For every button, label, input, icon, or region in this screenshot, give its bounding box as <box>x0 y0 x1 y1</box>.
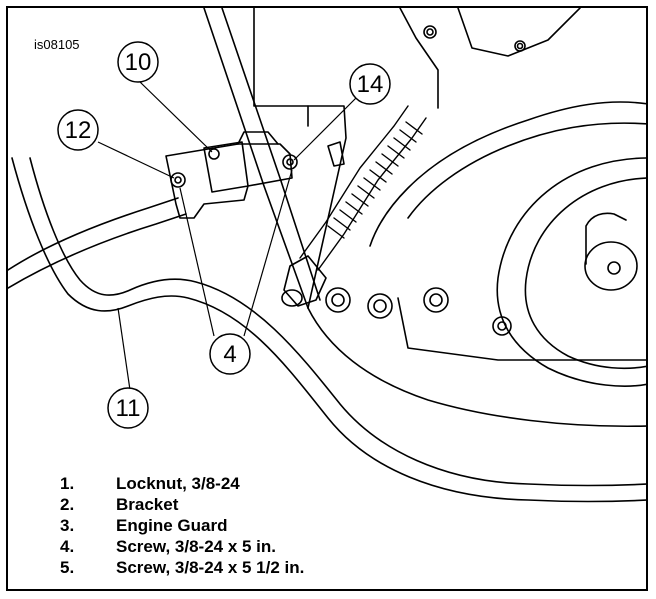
frame-downtube-b <box>221 8 321 301</box>
legend-number: 5. <box>60 558 75 577</box>
callout-circle-11 <box>107 387 149 429</box>
legend-text: Screw, 3/8-24 x 5 in. <box>116 537 277 556</box>
drum-hub <box>607 261 621 275</box>
upper-panel <box>457 8 581 57</box>
upper-bolt-2 <box>514 40 526 52</box>
legend-item: 1. Locknut, 3/8-24 <box>60 473 304 494</box>
clamp-plate <box>203 141 249 193</box>
callout-label-14: 14 <box>357 71 384 98</box>
engine-guard-illustration: 10 14 12 4 11 <box>8 8 646 503</box>
small-pin <box>327 141 345 167</box>
engine-case-outline <box>369 101 646 247</box>
case-bolt-1 <box>325 287 351 313</box>
leader-10 <box>139 81 213 153</box>
left-panel <box>253 8 309 127</box>
callout-circle-14 <box>349 63 391 105</box>
leader-14 <box>293 93 361 161</box>
leader-4b <box>243 169 293 337</box>
drum <box>584 241 638 291</box>
bracket-screw-right <box>282 154 298 170</box>
legend-number: 2. <box>60 495 75 514</box>
upper-bolt-inner <box>426 28 434 36</box>
case-bolt-4-inner <box>497 321 507 331</box>
hose-fitting <box>283 255 327 307</box>
legend-number: 1. <box>60 474 75 493</box>
legend-text: Bracket <box>116 495 179 514</box>
frame-downtube-a <box>203 8 309 309</box>
callout-label-12: 12 <box>65 117 92 144</box>
case-bolt-2 <box>367 293 393 319</box>
engine-case-inner <box>407 122 646 219</box>
primary-cover-outer <box>496 157 646 387</box>
legend-item: 5. Screw, 3/8-24 x 5 1/2 in. <box>60 557 304 578</box>
upper-bolt-2-inner <box>516 42 524 50</box>
engine-case-lower <box>307 307 646 428</box>
bellows-hose <box>299 105 427 271</box>
legend-text: Locknut, 3/8-24 <box>116 474 240 493</box>
case-bolt-2-inner <box>373 299 387 313</box>
legend-item: 2. Bracket <box>60 494 304 515</box>
primary-cover-inner <box>524 177 646 370</box>
hose-fitting-end <box>281 289 303 307</box>
clamp-ear <box>237 131 279 145</box>
legend-text: Engine Guard <box>116 516 228 535</box>
callout-label-4: 4 <box>223 341 236 368</box>
engine-guard-crossbar-a <box>8 197 179 271</box>
legend-item: 3. Engine Guard <box>60 515 304 536</box>
bracket-screw-left <box>170 172 186 188</box>
legend-text: Screw, 3/8-24 x 5 1/2 in. <box>116 558 305 577</box>
leader-4a <box>179 187 215 337</box>
callout-circle-10 <box>117 41 159 83</box>
legend-item: 4. Screw, 3/8-24 x 5 in. <box>60 536 304 557</box>
bracket-locknut <box>208 148 220 160</box>
case-bolt-1-inner <box>331 293 345 307</box>
figure-frame: 10 14 12 4 11 is08105 1. Locknut, 3/8-24… <box>6 6 648 591</box>
callout-circle-4 <box>209 333 251 375</box>
callout-label-11: 11 <box>116 395 141 422</box>
legend-number: 3. <box>60 516 75 535</box>
callout-label-10: 10 <box>125 49 152 76</box>
engine-guard-crossbar-b <box>8 213 187 289</box>
parts-legend: 1. Locknut, 3/8-24 2. Bracket 3. Engine … <box>60 473 304 578</box>
lower-case-edge <box>397 297 646 361</box>
upper-housing <box>399 8 439 109</box>
clamp-bracket <box>165 143 293 219</box>
callout-circle-12 <box>57 109 99 151</box>
figure-id: is08105 <box>34 37 80 52</box>
bracket-screw-right-inner <box>286 158 294 166</box>
leader-12 <box>97 141 175 179</box>
engine-guard-bar-outer <box>11 157 646 503</box>
upper-bolt <box>423 25 437 39</box>
frame-rail <box>307 105 347 309</box>
case-bolt-3-inner <box>429 293 443 307</box>
bracket-screw-left-inner <box>174 176 182 184</box>
drum-side <box>585 212 627 265</box>
engine-guard-bar-inner <box>29 157 646 487</box>
case-bolt-3 <box>423 287 449 313</box>
case-bolt-4 <box>492 316 512 336</box>
legend-number: 4. <box>60 537 75 556</box>
leader-11 <box>117 307 131 391</box>
